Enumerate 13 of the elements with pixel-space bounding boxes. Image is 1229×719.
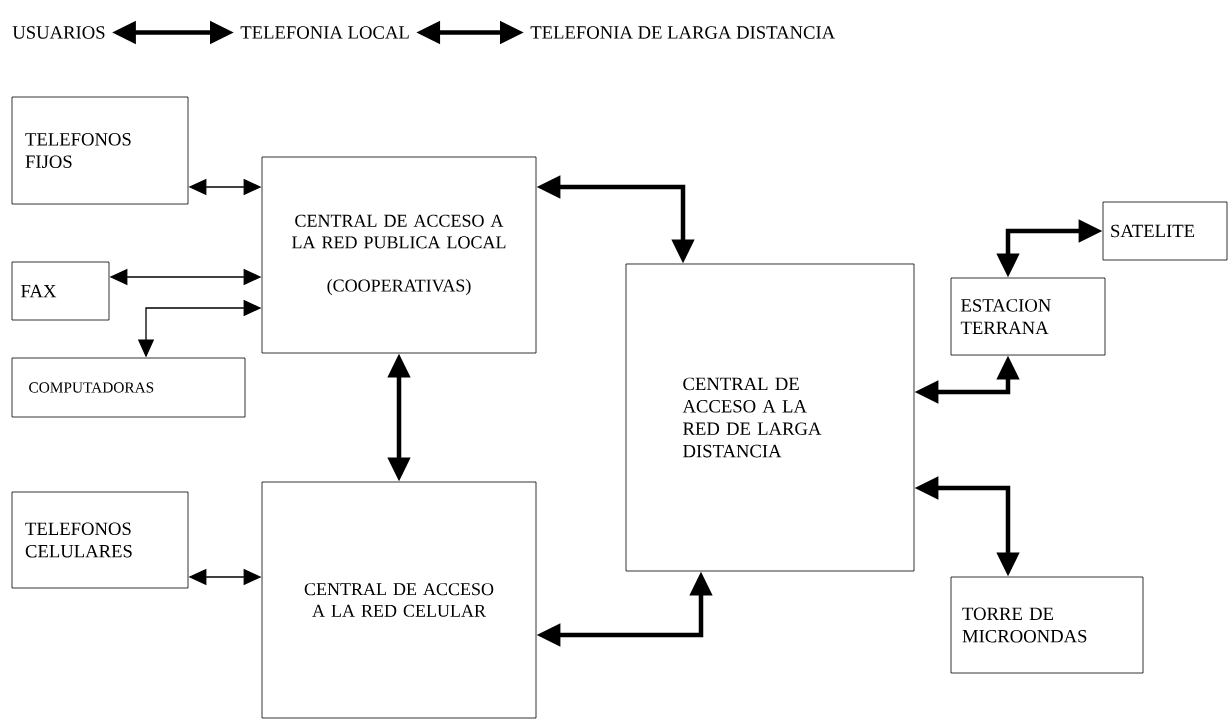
process-box: CENTRAL DE ACCESO A LA RED PUBLICA LOCAL (COOPERATIVAS) bbox=[261, 156, 537, 354]
process-box: CENTRAL DE ACCESO A LA RED DE LARGA DISTANCIA bbox=[625, 263, 915, 572]
heading-text: TELEFONIA DE LARGA DISTANCIA bbox=[530, 26, 836, 39]
process-box: TELEFONOS CELULARES bbox=[11, 491, 189, 589]
process-box: CENTRAL DE ACCESO A LA RED CELULAR bbox=[261, 481, 537, 719]
process-box: COMPUTADORAS bbox=[11, 357, 246, 418]
heading-text: TELEFONIA LOCAL bbox=[240, 26, 409, 39]
heading-text: USUARIOS bbox=[12, 26, 105, 39]
process-box: ESTACION TERRANA bbox=[950, 277, 1106, 356]
process-box: TELEFONOS FIJOS bbox=[11, 96, 189, 205]
process-box: FAX bbox=[11, 261, 110, 321]
process-box: TORRE DE MICROONDAS bbox=[950, 576, 1144, 674]
process-box: SATELITE bbox=[1102, 201, 1228, 261]
